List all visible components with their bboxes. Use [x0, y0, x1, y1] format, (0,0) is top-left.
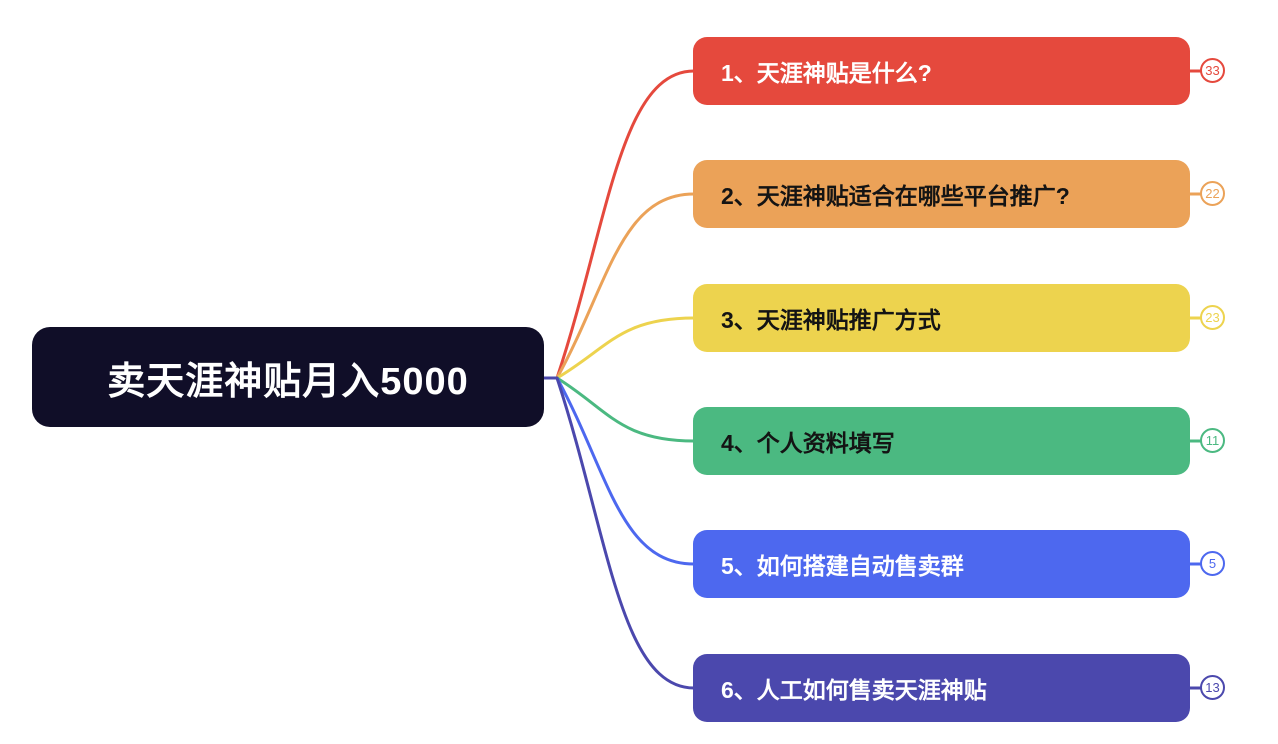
branch-node-2-label: 2、天涯神贴适合在哪些平台推广? [721, 183, 1070, 209]
branch-node-2[interactable]: 2、天涯神贴适合在哪些平台推广? [693, 160, 1190, 228]
branch-count-badge-6-value: 13 [1205, 680, 1220, 695]
branch-node-6-label: 6、人工如何售卖天涯神贴 [721, 677, 987, 703]
branch-node-4[interactable]: 4、个人资料填写 [693, 407, 1190, 475]
branch-count-badge-1[interactable]: 33 [1200, 58, 1225, 83]
branch-node-3[interactable]: 3、天涯神贴推广方式 [693, 284, 1190, 352]
branch-count-badge-1-value: 33 [1205, 63, 1220, 78]
branch-count-badge-4-value: 11 [1205, 433, 1220, 448]
branch-node-1-label: 1、天涯神贴是什么? [721, 60, 932, 86]
branch-count-badge-3[interactable]: 23 [1200, 305, 1225, 330]
branch-count-badge-6[interactable]: 13 [1200, 675, 1225, 700]
branch-node-6[interactable]: 6、人工如何售卖天涯神贴 [693, 654, 1190, 722]
branch-count-badge-5[interactable]: 5 [1200, 551, 1225, 576]
root-node-label: 卖天涯神贴月入5000 [107, 360, 469, 403]
branch-node-5-label: 5、如何搭建自动售卖群 [721, 553, 964, 579]
branch-node-1[interactable]: 1、天涯神贴是什么? [693, 37, 1190, 105]
branch-count-badge-4[interactable]: 11 [1200, 428, 1225, 453]
branch-node-4-label: 4、个人资料填写 [721, 430, 895, 456]
branch-count-badge-2[interactable]: 22 [1200, 181, 1225, 206]
root-node[interactable]: 卖天涯神贴月入5000 [32, 327, 544, 427]
branch-count-badge-3-value: 23 [1205, 310, 1220, 325]
branch-count-badge-2-value: 22 [1205, 186, 1220, 201]
branch-node-3-label: 3、天涯神贴推广方式 [721, 307, 941, 333]
branch-node-5[interactable]: 5、如何搭建自动售卖群 [693, 530, 1190, 598]
branch-count-badge-5-value: 5 [1208, 556, 1217, 571]
